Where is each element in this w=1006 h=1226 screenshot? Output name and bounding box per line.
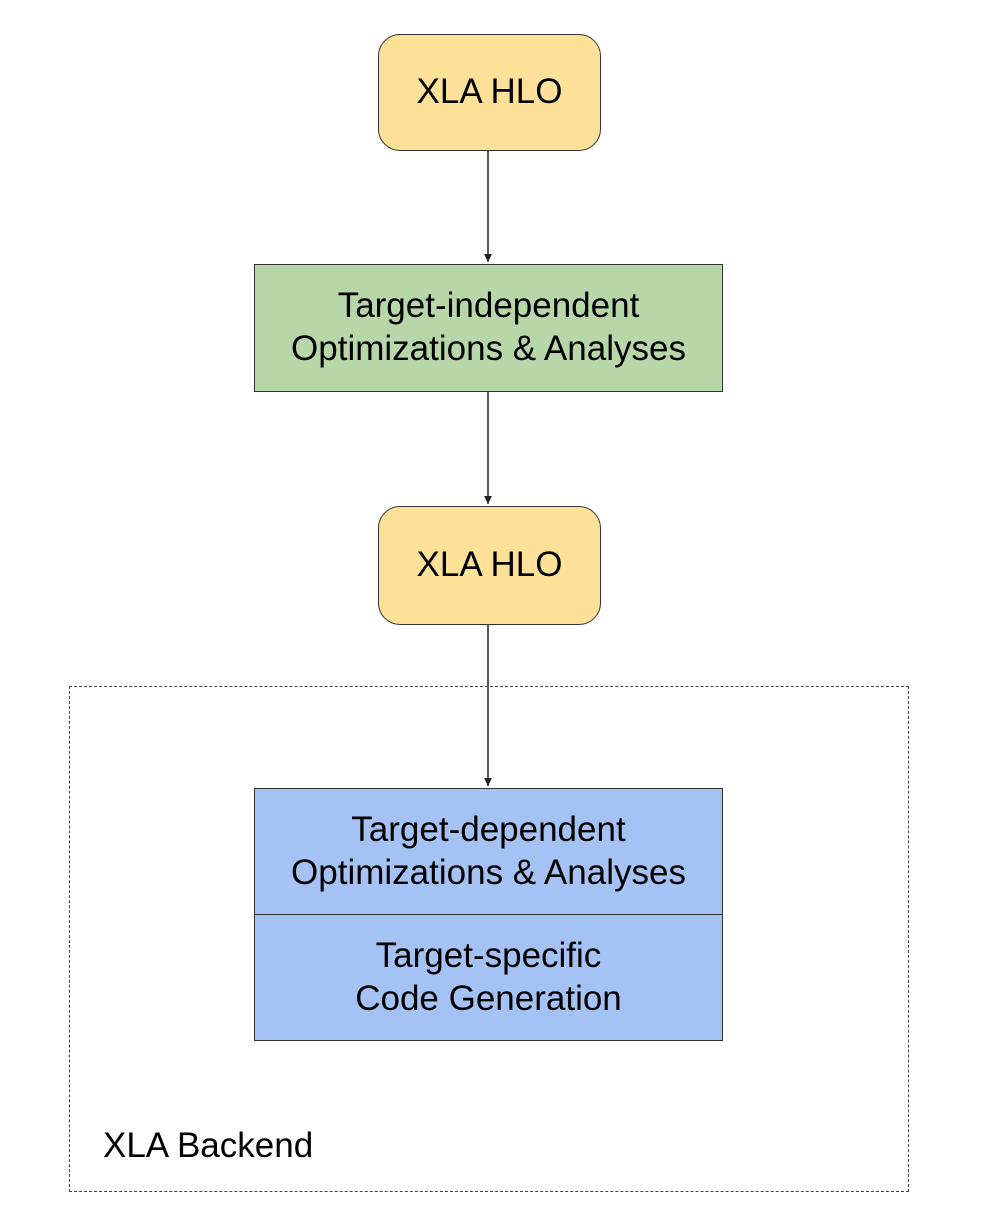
xla-hlo-input-label: XLA HLO — [416, 72, 563, 112]
target-independent-optimizations-node: Target-independent Optimizations & Analy… — [254, 264, 723, 392]
target-independent-optimizations-line-2: Optimizations & Analyses — [291, 329, 686, 368]
xla-backend-label: XLA Backend — [103, 1126, 314, 1165]
target-specific-code-generation-node: Target-specific Code Generation — [254, 914, 723, 1041]
code-generation-line-2: Code Generation — [355, 978, 622, 1018]
target-dependent-optimizations-line-2: Optimizations & Analyses — [291, 852, 686, 892]
code-generation-line-1: Target-specific — [375, 935, 602, 975]
xla-hlo-optimized-label: XLA HLO — [416, 545, 563, 585]
target-dependent-optimizations-line-1: Target-dependent — [351, 809, 626, 849]
target-dependent-optimizations-node: Target-dependent Optimizations & Analyse… — [254, 788, 723, 915]
target-independent-optimizations-line-1: Target-independent — [337, 286, 640, 326]
xla-hlo-input-node: XLA HLO — [378, 34, 601, 151]
xla-hlo-optimized-node: XLA HLO — [378, 506, 601, 625]
xla-backend-group — [69, 686, 909, 1192]
